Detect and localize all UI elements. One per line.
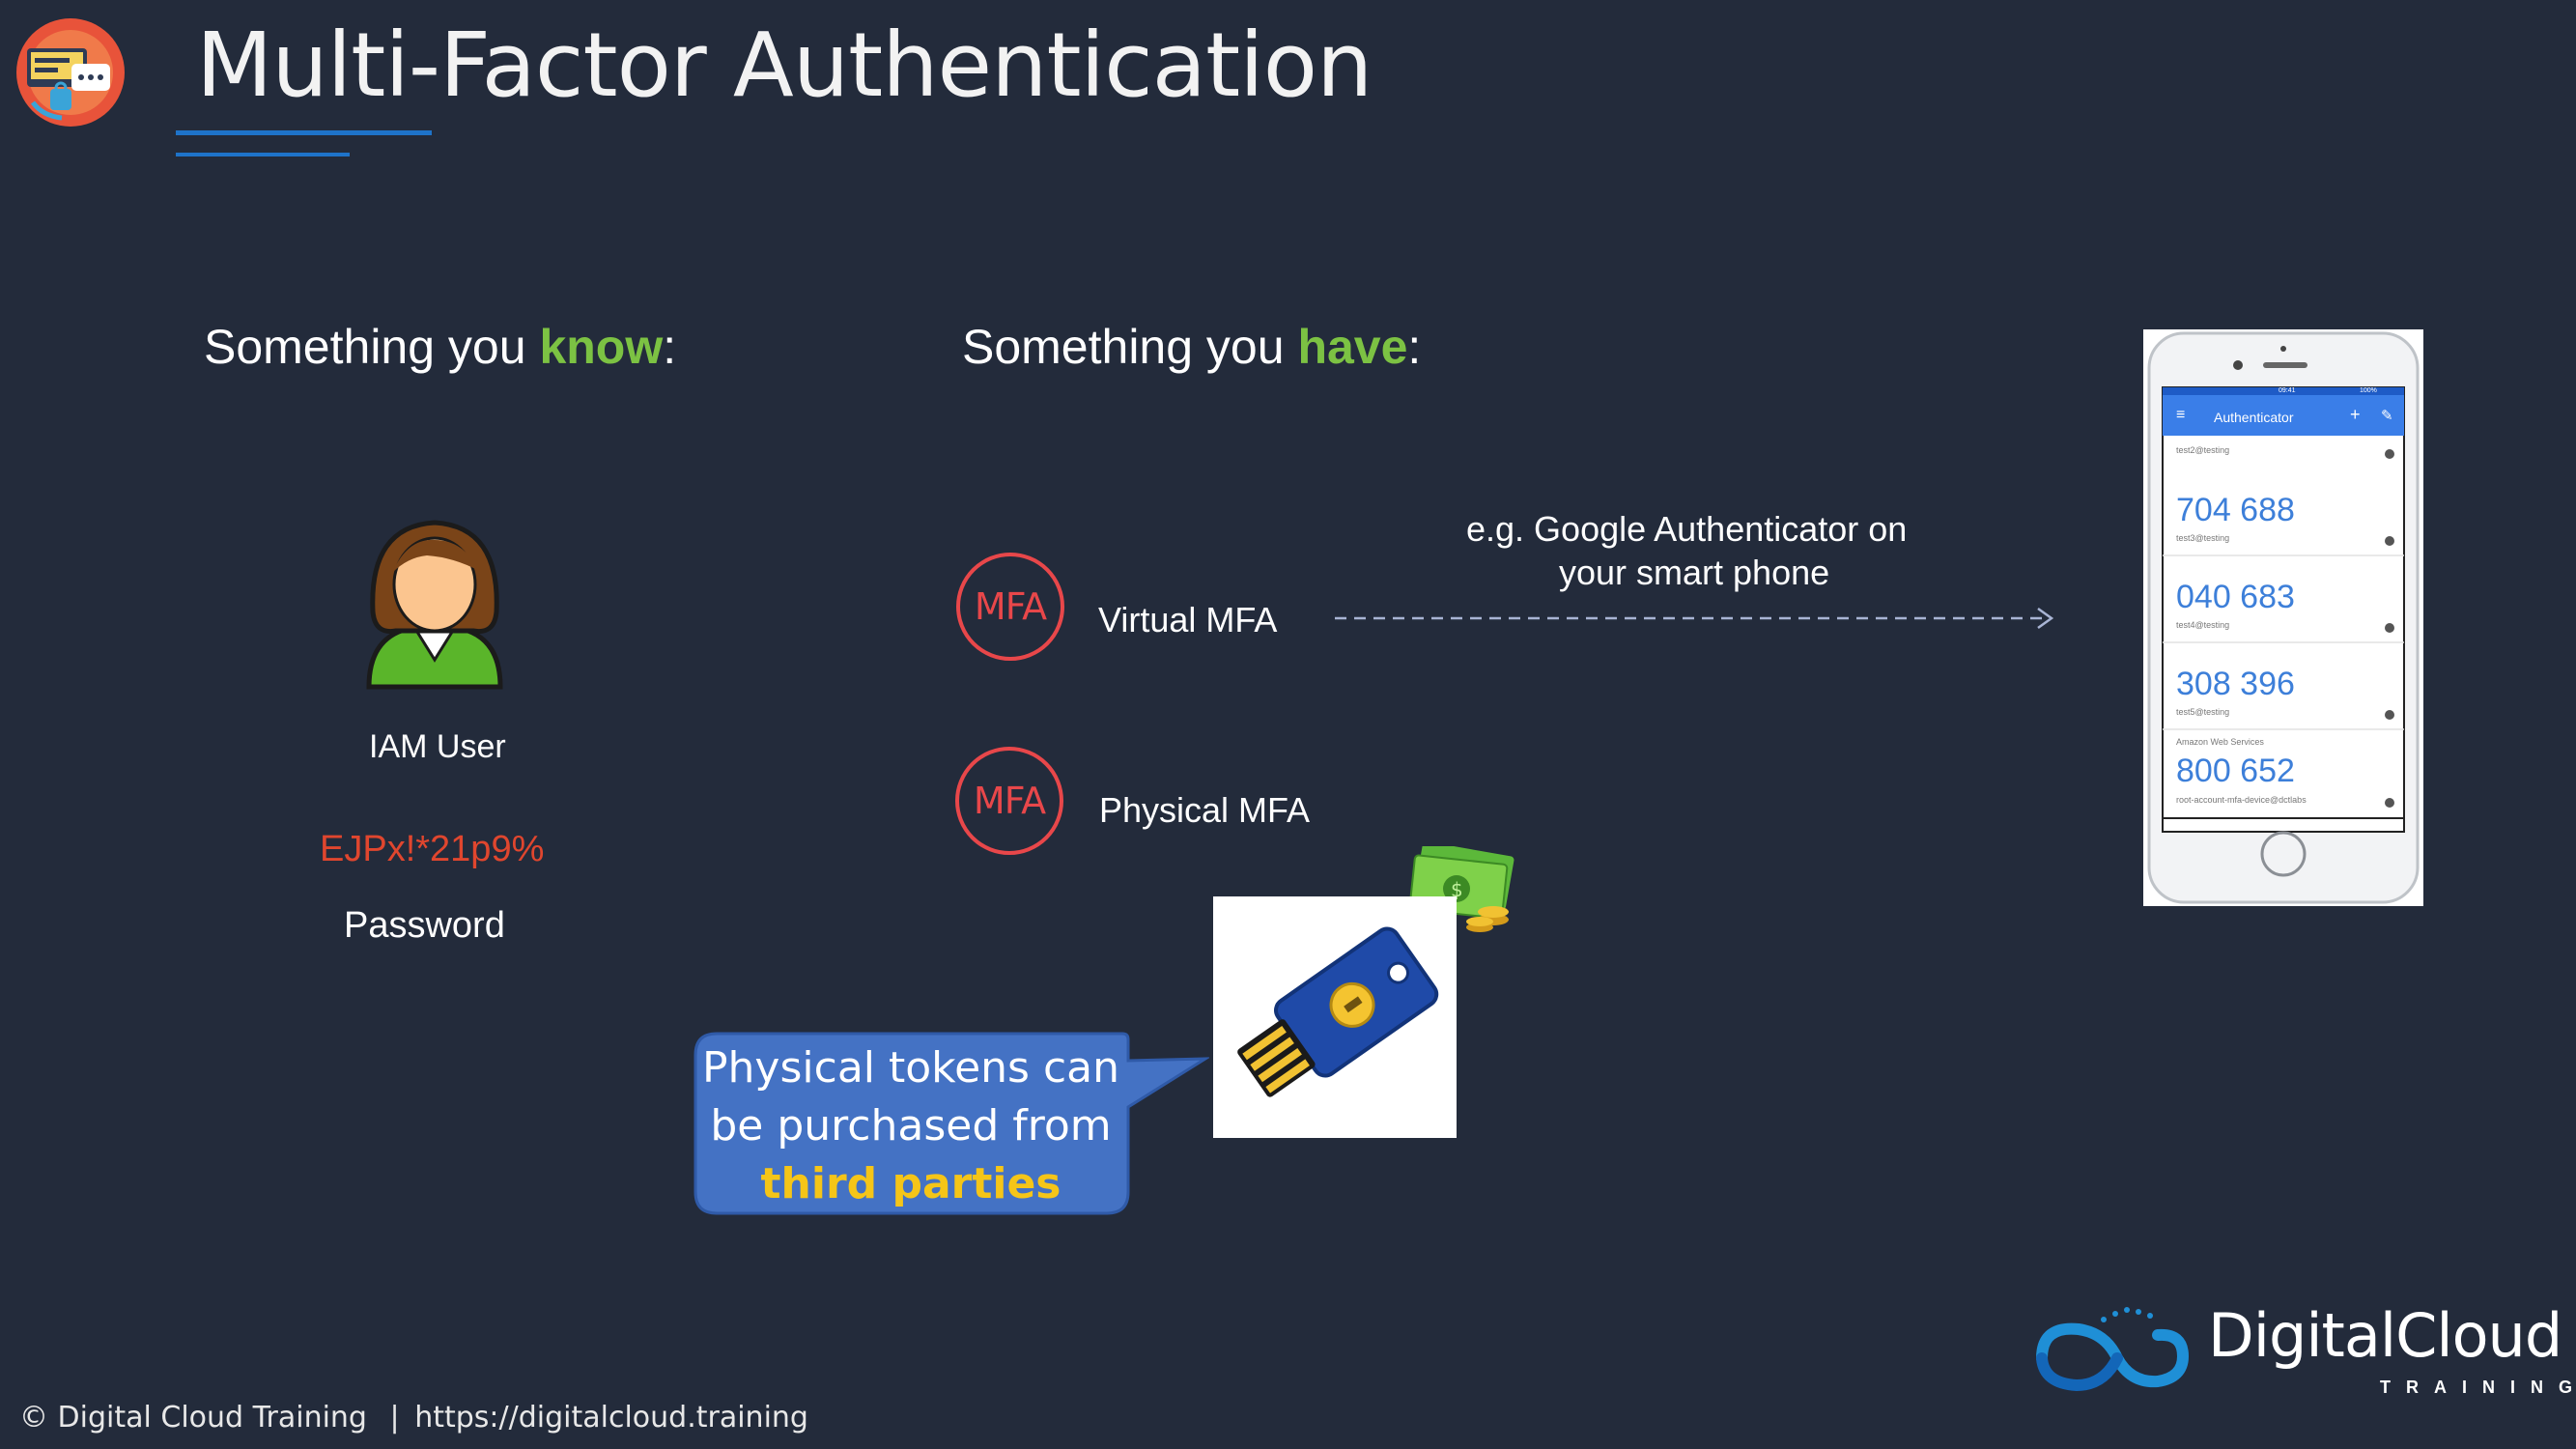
phone-account-3-top: test5@testing [2176,707,2230,717]
phone-timer-icon [2385,449,2394,459]
footer: © Digital Cloud Training | https://digit… [19,1401,808,1435]
example-line-1: e.g. Google Authenticator on [1466,509,1908,549]
digitalcloud-logo: DigitalCloud TRAINING [2023,1300,2572,1406]
iam-user-label: IAM User [369,728,506,765]
phone-account-1: test3@testing [2176,533,2230,543]
phone-account-3: root-account-mfa-device@dctlabs [2176,795,2307,805]
callout-line-2: be purchased from [710,1101,1112,1151]
svg-text:$: $ [1451,878,1463,901]
know-suffix: : [663,320,677,374]
footer-copyright: © Digital Cloud Training [19,1401,367,1435]
phone-status-time: 09:41 [2279,387,2296,394]
slide-logo-icon [14,15,127,129]
security-key-image [1213,896,1457,1138]
have-highlight: have [1297,320,1408,374]
phone-edit-icon: ✎ [2381,408,2393,424]
phone-code-0: 704 688 [2176,492,2295,528]
footer-url[interactable]: https://digitalcloud.training [414,1401,808,1435]
physical-mfa-badge: MFA [955,747,1063,855]
phone-code-2: 308 396 [2176,666,2295,702]
know-highlight: know [539,320,664,374]
phone-app-title: Authenticator [2214,410,2294,425]
dashed-arrow [1333,603,2059,634]
title-underline-secondary [176,153,350,156]
footer-separator: | [389,1401,400,1435]
money-icon: $ [1404,841,1516,935]
title-underline [176,130,432,135]
page-title: Multi-Factor Authentication [196,14,1373,117]
phone-account-2: test4@testing [2176,620,2230,630]
know-prefix: Something you [204,320,540,374]
phone-account-0: test2@testing [2176,445,2230,455]
callout-line-1: Physical tokens can [702,1043,1119,1093]
physical-mfa-label: Physical MFA [1099,790,1311,830]
phone-code-3: 800 652 [2176,753,2295,789]
password-value: EJPx!*21p9% [320,829,545,869]
phone-menu-icon: ≡ [2176,407,2186,423]
have-suffix: : [1407,320,1422,374]
phone-status-battery: 100% [2360,387,2377,394]
phone-add-icon: + [2350,405,2361,424]
virtual-mfa-label: Virtual MFA [1098,600,1278,639]
phone-issuer-3: Amazon Web Services [2176,737,2264,747]
virtual-mfa-badge: MFA [956,553,1064,661]
brand-name: DigitalCloud [2208,1300,2562,1371]
brand-subtitle: TRAINING [2380,1378,2576,1397]
callout-highlight: third parties [760,1159,1062,1208]
example-line-2: your smart phone [1559,553,1830,592]
phone-timer-icon [2385,798,2394,808]
phone-timer-icon [2385,536,2394,546]
phone-code-1: 040 683 [2176,579,2295,615]
phone-timer-icon [2385,623,2394,633]
user-avatar-icon [359,515,510,691]
phone-screenshot: 09:41 100% ≡ Authenticator + ✎ test2@tes… [2143,329,2423,906]
have-heading: Something you have: [962,319,1421,375]
know-heading: Something you know: [204,319,676,375]
password-label: Password [344,905,505,946]
have-prefix: Something you [962,320,1298,374]
callout-text: Physical tokens can be purchased from th… [694,1039,1128,1213]
callout-bubble: Physical tokens can be purchased from th… [694,1032,1209,1217]
phone-timer-icon [2385,710,2394,720]
